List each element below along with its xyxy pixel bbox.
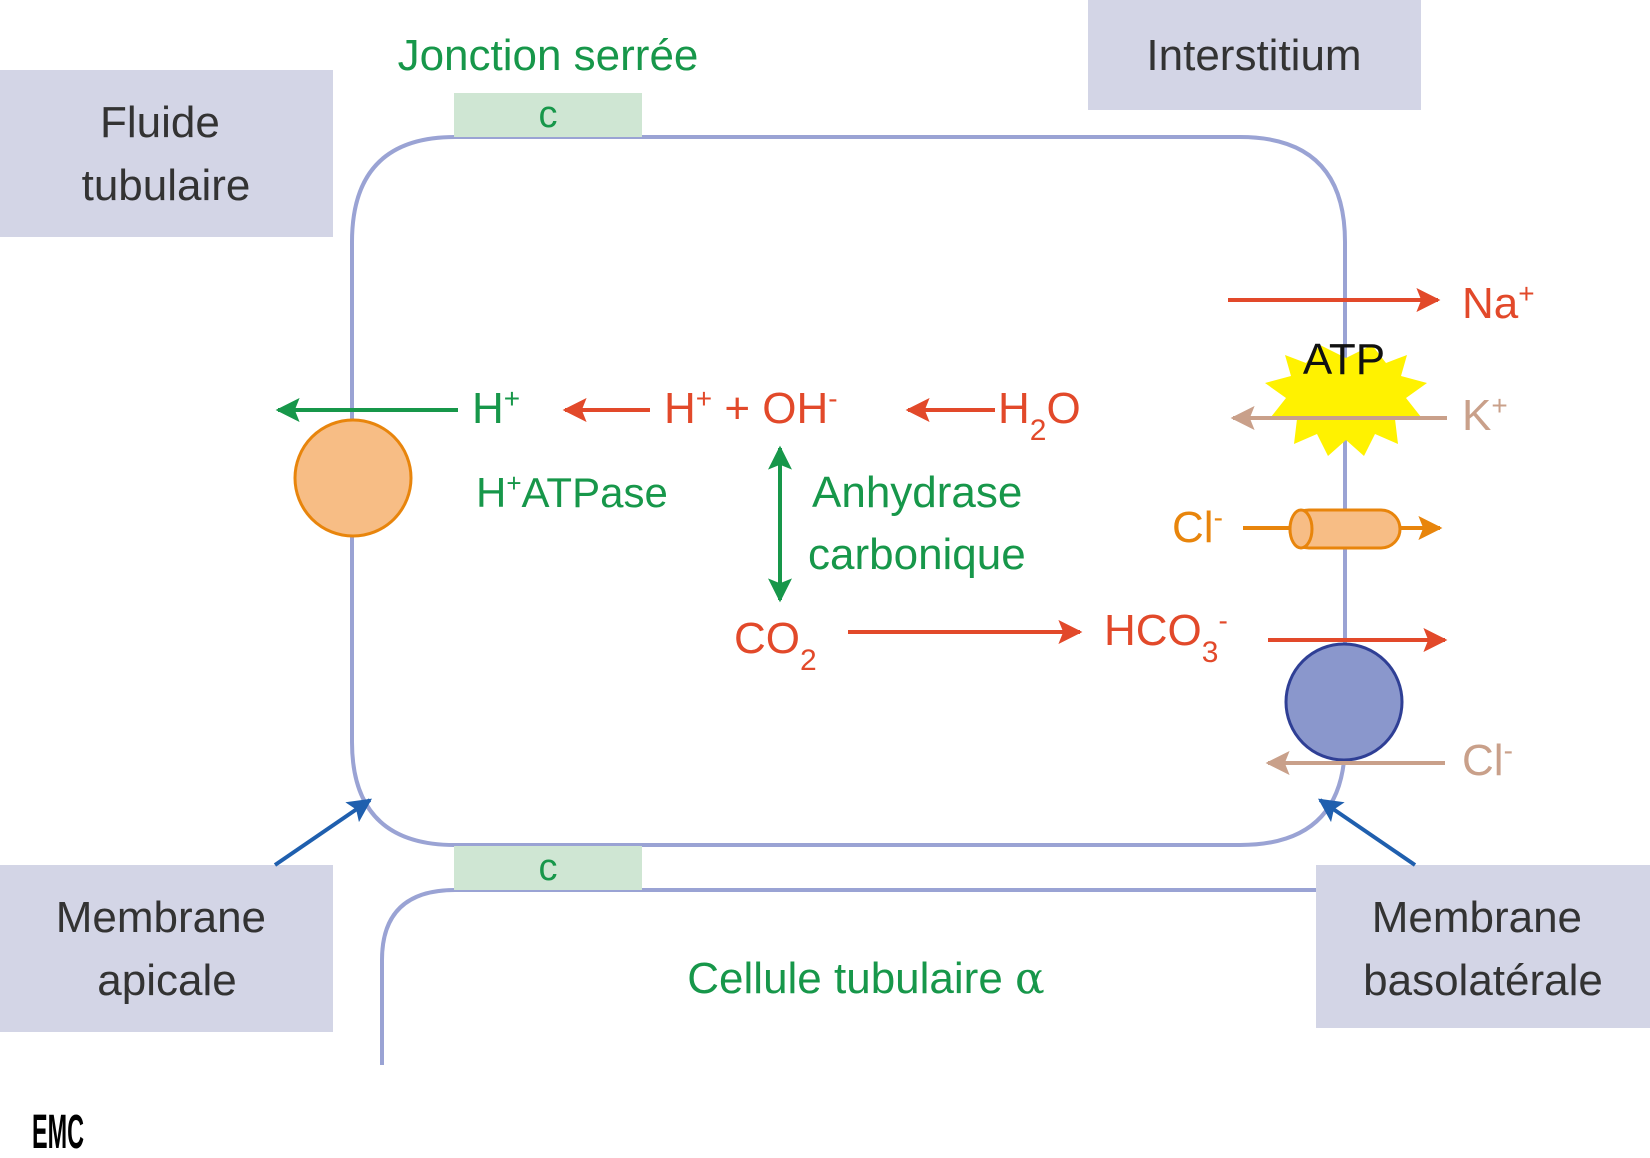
k-label: K+ bbox=[1462, 390, 1508, 441]
membrane-baso-box bbox=[1316, 865, 1650, 1028]
h-plus-oh-minus-label: H+ + OH- bbox=[664, 383, 838, 434]
tight-junction-bottom bbox=[454, 846, 642, 890]
basolateral-pointer-arrow bbox=[1318, 798, 1417, 867]
emc-logo: EMC bbox=[32, 1106, 84, 1158]
co2-label: CO2 bbox=[734, 614, 817, 677]
cl-exchange-label: Cl- bbox=[1462, 735, 1513, 786]
apical-pointer-arrow bbox=[273, 798, 372, 867]
jonction-serree-label: Jonction serrée bbox=[398, 31, 699, 80]
interstitium-box bbox=[1088, 0, 1421, 110]
na-label: Na+ bbox=[1462, 278, 1535, 329]
fluide-tubulaire-label: Fluide tubulaire bbox=[82, 98, 251, 210]
membrane-basolaterale-label: Membrane basolatérale bbox=[1363, 893, 1603, 1005]
tight-junction-top bbox=[454, 93, 642, 137]
fluide-box bbox=[0, 70, 333, 237]
h2o-label: H2O bbox=[998, 384, 1081, 447]
cell-membrane bbox=[350, 135, 1347, 847]
h-atpase-pump bbox=[293, 418, 413, 538]
atp-label: ATP bbox=[1303, 335, 1385, 384]
neighbour-cell-membrane bbox=[380, 888, 1316, 1065]
hco3-label: HCO3- bbox=[1104, 605, 1228, 669]
cl-channel-label: Cl- bbox=[1172, 502, 1223, 553]
atp-burst-icon bbox=[1265, 345, 1427, 456]
junction-letter-top: c bbox=[539, 94, 558, 136]
h-plus-label: H+ bbox=[472, 383, 520, 434]
h-atpase-label: H+ATPase bbox=[476, 468, 668, 516]
cl-channel-end bbox=[1288, 508, 1314, 550]
anhydrase-carbonique-label: Anhydrase carbonique bbox=[808, 468, 1035, 579]
anion-exchanger bbox=[1284, 642, 1404, 762]
cellule-tubulaire-label: Cellule tubulaire α bbox=[687, 953, 1044, 1004]
interstitium-label: Interstitium bbox=[1146, 31, 1361, 80]
membrane-apicale-label: Membrane apicale bbox=[56, 893, 279, 1005]
junction-letter-bottom: c bbox=[539, 847, 558, 889]
membrane-apicale-box bbox=[0, 865, 333, 1032]
